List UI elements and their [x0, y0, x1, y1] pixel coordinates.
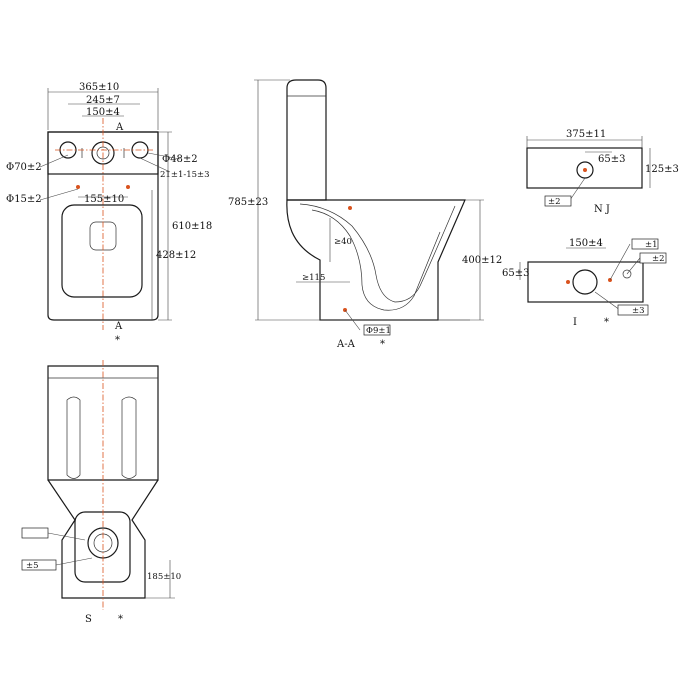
- front-tol-label: ±5: [26, 561, 39, 571]
- side-view-tank: [286, 79, 327, 201]
- inlet-view-outline: [527, 261, 644, 303]
- inlet-view: 150±4 65±3 ±1 ±2 ±3 I *: [502, 238, 667, 328]
- dim-150-label: 150±4: [86, 107, 120, 118]
- top-view-star: *: [115, 335, 120, 346]
- dim-375-label: 375±11: [566, 129, 606, 140]
- dim-365: [47, 88, 159, 130]
- inlet-leaders: [594, 243, 641, 311]
- dim-phi70-label: Φ70±2: [6, 162, 42, 173]
- dim-ge40-label: ≥40: [334, 237, 352, 247]
- dim-245-label: 245±7: [86, 95, 120, 106]
- side-caption: A-A: [336, 339, 356, 350]
- dim-21-15-label: 21±1-15±3: [160, 170, 210, 180]
- dim-400-label: 400±12: [462, 255, 502, 266]
- side-leader: [344, 309, 361, 331]
- dim-185-label: 185±10: [147, 572, 181, 582]
- top-view-mark-right: [126, 185, 130, 189]
- tank-tol-label: ±2: [548, 197, 561, 207]
- side-view: 785±23 400±12 ≥40 ≥115 Φ9±1 A-A *: [228, 79, 502, 350]
- front-tag-1: [21, 527, 49, 539]
- dim-375: [526, 136, 643, 148]
- section-mark-top: A: [115, 122, 124, 133]
- side-view-trapway: [299, 203, 456, 303]
- dim-150-inlet-label: 150±4: [569, 238, 603, 249]
- inlet-view-small-hole: [622, 269, 632, 279]
- dim-785-label: 785±23: [228, 197, 268, 208]
- side-view-mark-top: [348, 206, 352, 210]
- inlet-tag-1: [631, 238, 659, 250]
- inlet-star: *: [604, 317, 609, 328]
- top-view-mark-left: [76, 185, 80, 189]
- front-leaders: [47, 532, 93, 566]
- front-caption: S: [85, 614, 92, 625]
- dim-65-tank-label: 65±3: [598, 154, 625, 165]
- front-tag-2: [21, 559, 57, 571]
- dim-125-label: 125±3: [645, 164, 679, 175]
- tank-view: 375±11 65±3 125±3 ±2 N J: [526, 129, 679, 215]
- dim-phi9-label: Φ9±1: [366, 326, 391, 336]
- tank-tag-box: [544, 195, 572, 207]
- front-view-base: [47, 479, 159, 599]
- dim-365-label: 365±10: [79, 82, 119, 93]
- tank-view-center: [583, 168, 587, 172]
- tank-view-outline: [526, 147, 643, 189]
- dim-610-label: 610±18: [172, 221, 212, 232]
- inlet-tol-2: ±2: [652, 254, 665, 264]
- section-mark-bottom: A: [114, 321, 123, 332]
- tank-leader: [569, 177, 586, 201]
- top-view-inner-bowl: [61, 204, 143, 298]
- side-view-trapway-inner: [311, 209, 441, 311]
- inlet-tol-1: ±1: [645, 240, 658, 250]
- inlet-tag-3: [617, 304, 649, 316]
- dim-185: [145, 560, 175, 599]
- dim-phi48-label: Φ48±2: [162, 154, 198, 165]
- inlet-view-main-hole: [572, 269, 598, 295]
- top-view: 365±10 245±7 150±4 A Φ70±2 Φ48±2 21±1-15…: [6, 82, 212, 346]
- dim-428-label: 428±12: [156, 250, 196, 261]
- side-tag-box: [363, 324, 391, 336]
- top-leaders: [39, 152, 181, 201]
- inlet-view-mark-left: [566, 280, 570, 284]
- dim-400: [438, 199, 484, 321]
- dim-ge115-label: ≥115: [302, 273, 325, 283]
- side-view-bowl: [286, 199, 466, 321]
- front-view-outlet: [74, 511, 131, 583]
- inlet-tag-2: [639, 252, 667, 264]
- inlet-caption: I: [573, 317, 577, 328]
- dim-phi15-label: Φ15±2: [6, 194, 42, 205]
- side-star: *: [380, 339, 385, 350]
- tank-caption: N J: [594, 204, 610, 215]
- front-view-slot-right: [121, 396, 137, 479]
- front-view: ±5 185±10 S *: [21, 360, 181, 625]
- dim-65-inlet-label: 65±3: [502, 268, 529, 279]
- front-star: *: [118, 614, 123, 625]
- dim-155-label: 155±10: [84, 194, 124, 205]
- dim-610: [158, 131, 172, 321]
- dim-785: [254, 79, 290, 320]
- front-view-slot-left: [66, 396, 81, 479]
- inlet-tol-3: ±3: [632, 306, 645, 316]
